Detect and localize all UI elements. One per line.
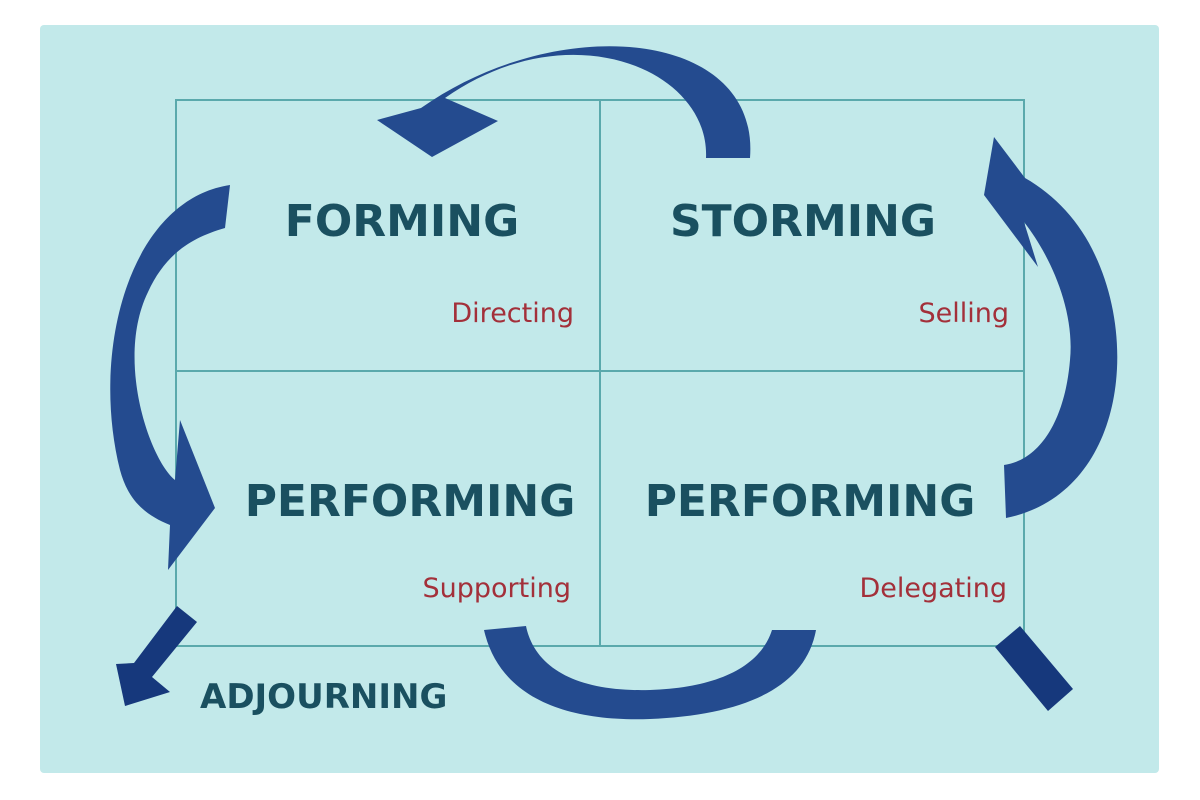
stage-label-performing-left: PERFORMING [245,476,576,527]
exit-bar-icon [995,626,1073,711]
bottom-cycle-arrow-icon [484,626,816,720]
style-label-selling: Selling [918,298,1009,329]
style-label-delegating: Delegating [859,573,1007,604]
style-label-supporting: Supporting [423,573,572,604]
stage-label-performing-right: PERFORMING [645,476,976,527]
adjourning-arrow-icon [116,606,197,706]
stage-label-storming: STORMING [670,196,936,247]
left-cycle-arrow-icon [110,185,230,570]
stage-label-forming: FORMING [285,196,519,247]
top-cycle-arrow-icon [377,46,751,159]
stage-label-adjourning: ADJOURNING [200,677,447,717]
quadrant-grid [175,99,1025,647]
style-label-directing: Directing [451,298,574,329]
right-cycle-arrow-icon [984,137,1118,518]
